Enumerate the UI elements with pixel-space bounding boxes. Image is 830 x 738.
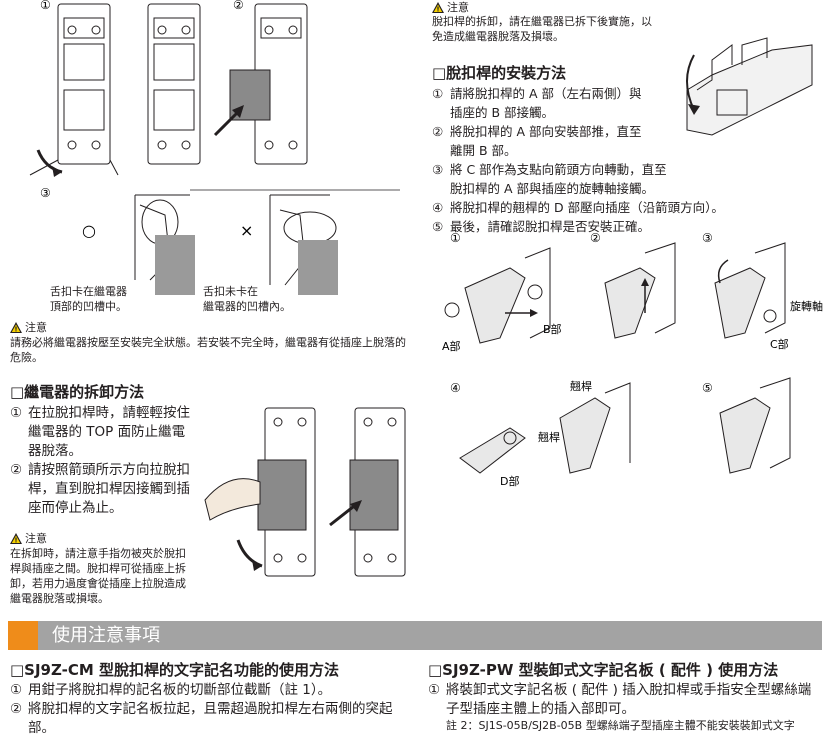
- lever-step-1-text: 請將脫扣桿的 A 部（左右兩側）與插座的 B 部接觸。: [450, 86, 642, 120]
- fig-step-2: ②: [233, 0, 244, 12]
- pw-note: 註 2：SJ1S-05B/SJ2B-05B 型螺絲端子型插座主體不能安裝裝卸式文…: [446, 719, 795, 732]
- removal-step-1-num: ①: [10, 405, 23, 421]
- cm-step-2-text: 將脫扣桿的文字記名板拉起，且需超過脫扣桿左右兩側的突起部。: [28, 701, 393, 736]
- fig-num-1: ①: [450, 231, 461, 245]
- caution-right-label: 注意: [447, 1, 469, 14]
- lever-step-4-text: 將脫扣桿的翹桿的 D 部壓向插座（沿箭頭方向）。: [450, 200, 724, 215]
- lever-step-5-num: ⑤: [432, 219, 444, 234]
- ng-caption: 舌扣未卡在 繼電器的凹槽內。: [203, 285, 291, 313]
- lever-step-1: ① 請將脫扣桿的 A 部（左右兩側）與插座的 B 部接觸。: [432, 84, 647, 122]
- warning-icon: [10, 322, 22, 333]
- cm-step-1-text: 用鉗子將脫扣桿的記名板的切斷部位截斷（註 1）。: [28, 682, 332, 698]
- lever-step-2-text: 將脫扣桿的 A 部向安裝部推，直至離開 B 部。: [450, 124, 642, 158]
- removal-step-2: ② 請按照箭頭所示方向拉脫扣桿，直到脫扣桿因接觸到插座而停止為止。: [10, 461, 192, 518]
- section-banner: 使用注意事項: [8, 621, 822, 650]
- cm-heading: □SJ9Z-CM 型脫扣桿的文字記名功能的使用方法: [10, 661, 339, 679]
- socket-drawing-2: [147, 3, 201, 165]
- lever-step-5-text: 最後，請確認脫扣桿是否安裝正確。: [450, 219, 651, 234]
- cm-step-2: ② 將脫扣桿的文字記名板拉起，且需超過脫扣桿左右兩側的突起部。: [10, 700, 405, 738]
- banner-title: 使用注意事項: [52, 625, 160, 646]
- label-lever-1: 翹桿: [538, 430, 560, 444]
- label-b: B部: [543, 322, 562, 336]
- relay-held: [257, 459, 307, 531]
- ok-relay: [155, 235, 195, 295]
- relay-install-figure: ① ② ③ ○ ×: [29, 0, 400, 295]
- socket-drawing-1: [29, 3, 119, 176]
- removal-caution-header: 注意: [10, 531, 47, 546]
- cm-step-1: ① 用鉗子將脫扣桿的記名板的切斷部位截斷（註 1）。: [10, 681, 405, 700]
- cm-step-2-num: ②: [10, 701, 23, 717]
- lever-fig-2: [604, 242, 676, 339]
- lever-step-3-text: 將 C 部作為支點向箭頭方向轉動，直至脫扣桿的 A 部與插座的旋轉軸接觸。: [450, 162, 667, 196]
- finger: [204, 478, 261, 521]
- lever-step-3-num: ③: [432, 162, 444, 177]
- caution-right-text: 脫扣桿的拆卸，請在繼電器已拆下後實施，以免造成繼電器脫落及損壞。: [432, 15, 652, 43]
- lever-fig-3: [714, 242, 786, 339]
- ng-mark: ×: [240, 221, 253, 240]
- warning-icon: [10, 533, 22, 544]
- cm-steps: ① 用鉗子將脫扣桿的記名板的切斷部位截斷（註 1）。 ② 將脫扣桿的文字記名板拉起，…: [10, 681, 405, 738]
- removal-step-1: ① 在拉脫扣桿時，請輕輕按住繼電器的 TOP 面防止繼電器脫落。: [10, 404, 192, 461]
- lever-overview-figure: [686, 37, 813, 136]
- label-d: D部: [500, 474, 519, 488]
- lever-step-2-num: ②: [432, 124, 444, 139]
- ok-caption: 舌扣卡在繼電器 頂部的凹槽中。: [50, 285, 127, 313]
- insert-arrow: [213, 108, 242, 137]
- removal-caution-label: 注意: [25, 532, 47, 545]
- caution-right-header: 注意: [432, 0, 469, 15]
- fig-num-2: ②: [590, 231, 601, 245]
- banner-accent: [8, 621, 38, 650]
- fig-num-3: ③: [702, 231, 713, 245]
- lever-steps-figure: ① ② ③ ④ ⑤ A部 B部 旋轉軸 C部 D部 翹桿 翹桿: [442, 231, 823, 488]
- fig-step-1: ①: [40, 0, 51, 12]
- warning-icon: [432, 2, 444, 13]
- lever-install-heading: □脫扣桿的安裝方法: [432, 64, 567, 82]
- removal-step-2-num: ②: [10, 462, 23, 478]
- removal-step-2-text: 請按照箭頭所示方向拉脫扣桿，直到脫扣桿因接觸到插座而停止為止。: [28, 462, 190, 516]
- label-c: C部: [770, 337, 789, 351]
- caution-1-label: 注意: [25, 321, 47, 334]
- lever-fig-4: [459, 382, 631, 474]
- label-axis: 旋轉軸: [790, 299, 823, 313]
- caution-1-header: 注意: [10, 320, 47, 335]
- lever-fig-5: [719, 377, 791, 474]
- label-a: A部: [442, 339, 461, 353]
- pw-step-1-num: ①: [428, 682, 441, 698]
- lever-step-4: ④ 將脫扣桿的翹桿的 D 部壓向插座（沿箭頭方向）。: [432, 198, 762, 217]
- removal-step-1-text: 在拉脫扣桿時，請輕輕按住繼電器的 TOP 面防止繼電器脫落。: [28, 405, 190, 459]
- pw-step-1: ① 將裝卸式文字記名板 ( 配件 ) 插入脫扣桿或手指安全型螺絲端子型插座主體上的…: [428, 681, 823, 719]
- lever-step-2: ② 將脫扣桿的 A 部向安裝部推，直至離開 B 部。: [432, 122, 647, 160]
- fig-num-5: ⑤: [702, 381, 713, 395]
- caution-1-text: 請務必將繼電器按壓至安裝完全狀態。若安裝不完全時，繼電器有從插座上脫落的危險。: [10, 336, 406, 364]
- fig-num-4: ④: [450, 381, 461, 395]
- cm-step-1-num: ①: [10, 682, 23, 698]
- fig-step-3: ③: [40, 186, 51, 200]
- lever-step-5: ⑤ 最後，請確認脫扣桿是否安裝正確。: [432, 217, 762, 236]
- lever-step-3: ③ 將 C 部作為支點向箭頭方向轉動，直至脫扣桿的 A 部與插座的旋轉軸接觸。: [432, 160, 672, 198]
- relay-block: [229, 69, 271, 121]
- lever-fig-1: [444, 247, 551, 344]
- ng-relay: [298, 240, 338, 295]
- pw-steps: ① 將裝卸式文字記名板 ( 配件 ) 插入脫扣桿或手指安全型螺絲端子型插座主體上的…: [428, 681, 823, 719]
- relay-removed: [349, 459, 399, 531]
- lever-install-steps: ① 請將脫扣桿的 A 部（左右兩側）與插座的 B 部接觸。 ② 將脫扣桿的 A 部向…: [432, 84, 762, 236]
- relay-removal-figure: [204, 407, 406, 577]
- pw-heading: □SJ9Z-PW 型裝卸式文字記名板 ( 配件 ) 使用方法: [428, 661, 779, 679]
- ok-mark: ○: [82, 221, 96, 240]
- removal-heading: □繼電器的拆卸方法: [10, 383, 145, 401]
- removal-caution-text: 在拆卸時，請注意手指勿被夾於脫扣桿與插座之間。脫扣桿可從插座上拆卸，若用力過度會…: [10, 547, 186, 605]
- removal-steps: ① 在拉脫扣桿時，請輕輕按住繼電器的 TOP 面防止繼電器脫落。 ② 請按照箭頭所示…: [10, 404, 192, 518]
- lever-step-4-num: ④: [432, 200, 444, 215]
- label-lever-2: 翹桿: [570, 379, 592, 393]
- lever-step-1-num: ①: [432, 86, 444, 101]
- pw-step-1-text: 將裝卸式文字記名板 ( 配件 ) 插入脫扣桿或手指安全型螺絲端子型插座主體上的插…: [446, 682, 812, 717]
